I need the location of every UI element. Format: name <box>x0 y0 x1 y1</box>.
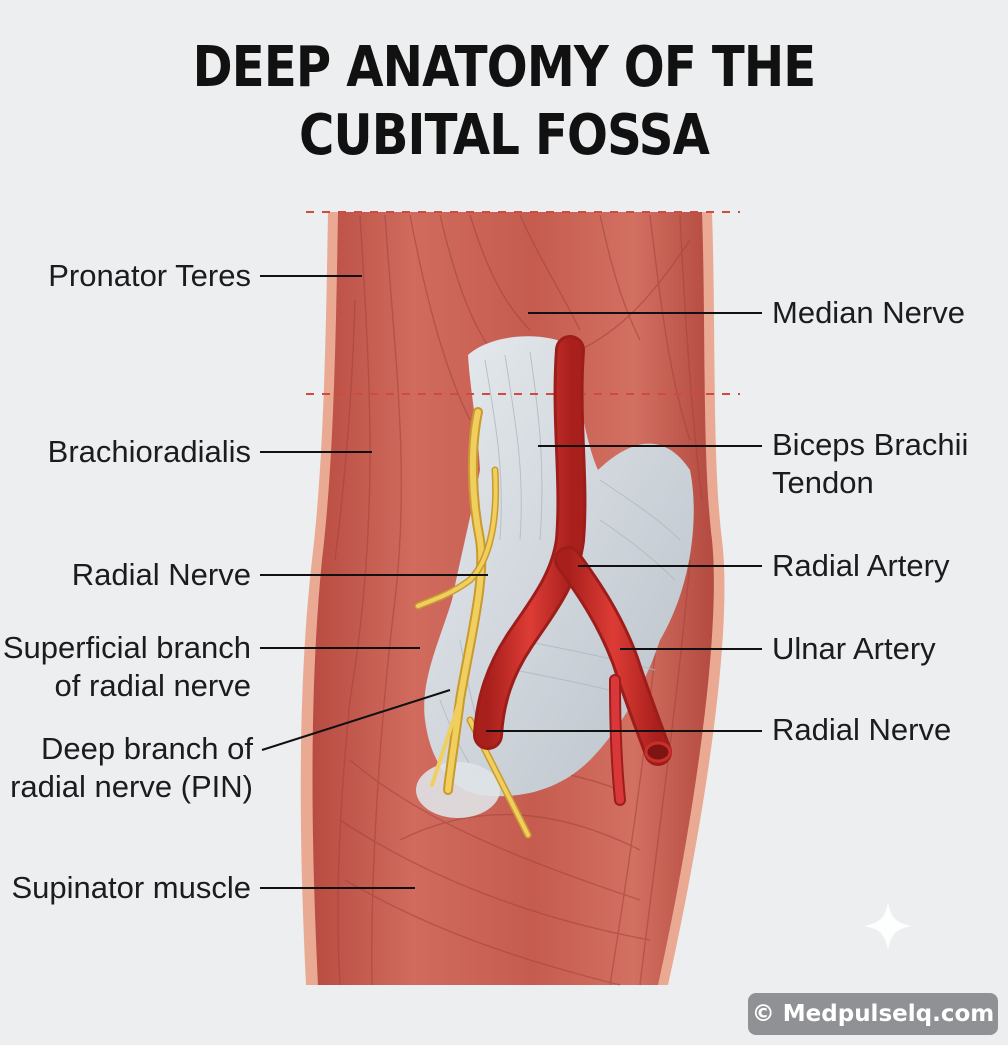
diagram-title-line-1: DEEP ANATOMY OF THE <box>192 35 816 100</box>
brachial-artery-tree <box>473 335 672 806</box>
label-supinator-muscle: Supinator muscle <box>11 870 251 905</box>
supinator-aponeurosis <box>416 762 500 818</box>
label-deep-branch-line-2: radial nerve (PIN) <box>10 769 253 804</box>
diagram-title-line-2: CUBITAL FOSSA <box>298 103 710 168</box>
label-brachioradialis: Brachioradialis <box>47 434 251 469</box>
artery-cut-end <box>644 741 672 763</box>
label-superficial-branch-line-2: of radial nerve <box>54 668 251 703</box>
label-radial-nerve-left: Radial Nerve <box>71 557 251 592</box>
label-biceps-line-1: Biceps Brachii <box>772 427 969 462</box>
label-radial-artery: Radial Artery <box>772 548 950 583</box>
leader-lines <box>260 275 762 889</box>
label-ulnar-artery: Ulnar Artery <box>772 631 936 666</box>
label-radial-nerve-right: Radial Nerve <box>772 712 952 747</box>
label-superficial-branch-line-1: Superficial branch <box>2 630 251 665</box>
label-pronator-teres: Pronator Teres <box>48 258 251 293</box>
watermark-badge: © Medpulselq.com <box>748 993 998 1035</box>
sparkle-icon <box>864 902 912 950</box>
label-median-nerve: Median Nerve <box>772 295 965 330</box>
label-deep-branch-line-1: Deep branch of <box>41 731 253 766</box>
label-biceps-line-2: Tendon <box>772 465 874 500</box>
